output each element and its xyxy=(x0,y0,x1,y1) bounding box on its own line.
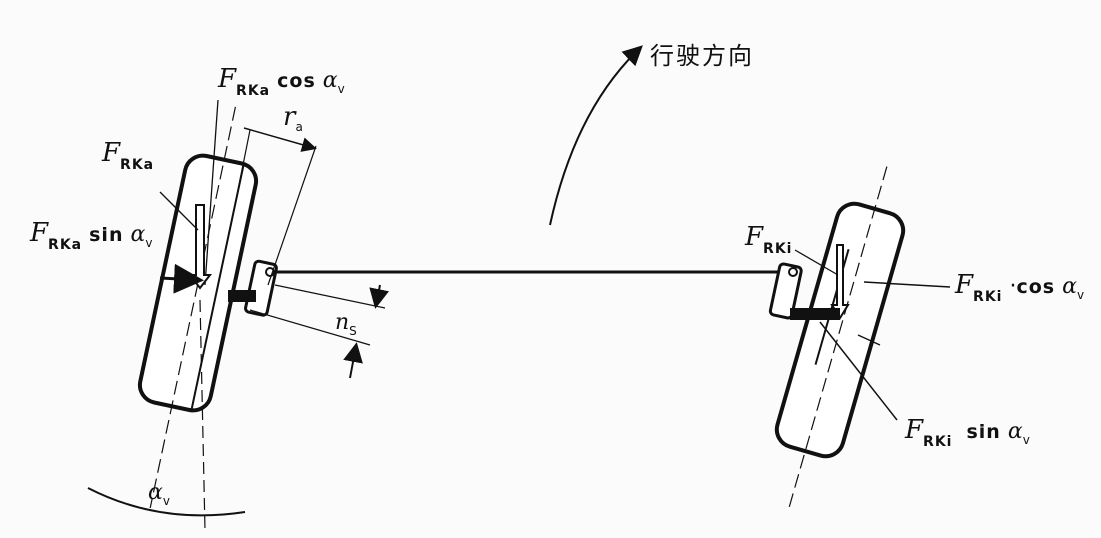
subscript: RKi xyxy=(763,241,793,257)
subscript: v xyxy=(1076,288,1085,302)
subscript: S xyxy=(349,324,357,338)
subscript: RKi xyxy=(973,289,1003,305)
f-symbol: F xyxy=(955,270,974,300)
alpha-arc xyxy=(87,487,246,517)
cos-text: cos xyxy=(277,70,316,92)
ns-label: nS xyxy=(335,310,357,338)
f-symbol: F xyxy=(102,138,121,168)
n-symbol: n xyxy=(335,310,350,335)
inner-wheel xyxy=(774,166,906,513)
subscript: a xyxy=(295,120,303,134)
alpha-angle-label: αv xyxy=(148,480,170,508)
alpha-symbol: α xyxy=(1062,274,1077,299)
travel-direction-arrow xyxy=(549,45,643,226)
alpha-symbol: α xyxy=(148,480,163,505)
alpha-symbol: α xyxy=(322,68,338,93)
alpha-symbol: α xyxy=(1007,419,1023,444)
alpha-symbol: α xyxy=(130,222,146,247)
outer-force-label: FRKa xyxy=(102,138,154,173)
subscript: v xyxy=(162,494,170,508)
f-symbol: F xyxy=(30,218,49,248)
inner-cos-label: FRKi ·cos αv xyxy=(955,270,1085,305)
sin-text: sin xyxy=(966,421,1001,443)
subscript: v xyxy=(145,236,153,250)
subscript: v xyxy=(337,82,345,96)
sin-text: sin xyxy=(89,224,124,246)
cos-text: cos xyxy=(1016,276,1056,298)
inner-sin-label: FRKi sin αv xyxy=(905,415,1030,450)
outer-sin-label: FRKa sin αv xyxy=(30,218,153,253)
inner-force-label: FRKi xyxy=(745,222,792,257)
f-symbol: F xyxy=(905,415,924,445)
travel-direction-label: 行驶方向 xyxy=(650,42,754,70)
subscript: v xyxy=(1022,433,1030,447)
ra-label: ra xyxy=(283,102,303,134)
f-symbol: F xyxy=(745,222,764,252)
subscript: RKa xyxy=(120,157,155,173)
subscript: RKa xyxy=(236,83,271,99)
f-symbol: F xyxy=(218,64,237,94)
subscript: RKa xyxy=(48,237,83,253)
subscript: RKi xyxy=(923,434,953,450)
r-symbol: r xyxy=(283,102,296,132)
outer-cos-label: FRKa cos αv xyxy=(218,64,345,99)
